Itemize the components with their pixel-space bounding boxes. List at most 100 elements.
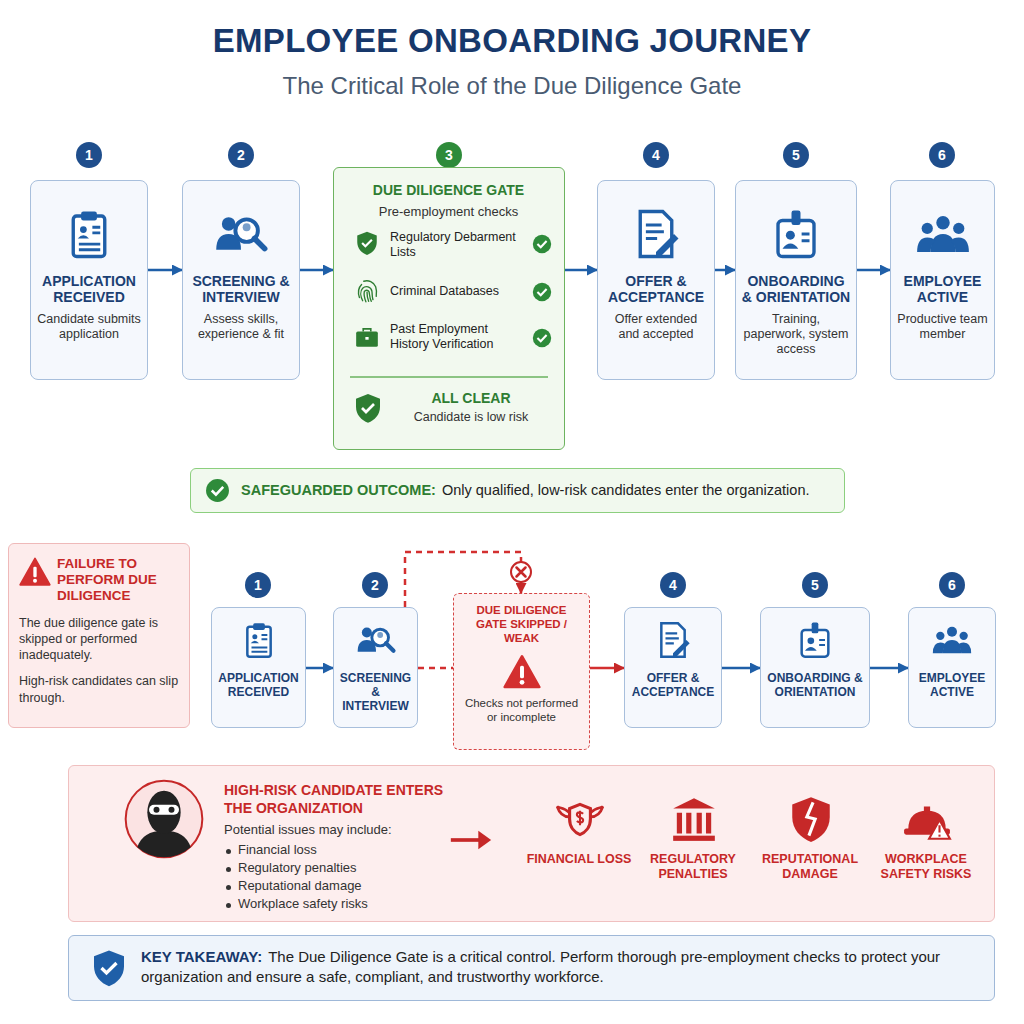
divider-line <box>350 376 548 378</box>
connector-arrow <box>870 667 908 670</box>
warn-icon <box>503 653 541 691</box>
money-icon <box>555 794 605 844</box>
badge-icon <box>795 620 835 660</box>
node-text: Candidate submits application <box>36 312 142 342</box>
number-circle <box>362 572 388 598</box>
node-text: High-risk candidates can slip through. <box>19 673 179 706</box>
node-heading: APPLICATION RECEIVED <box>36 273 142 305</box>
doc-icon <box>629 207 683 261</box>
connector-arrow <box>715 269 735 272</box>
node-heading: ONBOARDING & ORIENTATION <box>766 672 864 700</box>
number-circle <box>929 142 955 168</box>
connector-arrow <box>722 667 760 670</box>
node-text: ALL CLEAR <box>396 390 546 406</box>
node-text: Offer extended and accepted <box>603 312 709 342</box>
node-text: Past Employment History Verification <box>390 322 526 352</box>
consequence-label: FINANCIAL LOSS <box>521 852 637 867</box>
process-box: SCREENING & INTERVIEW <box>333 607 418 728</box>
callout-number: 1 <box>76 142 102 168</box>
process-box: EMPLOYEE ACTIVE <box>908 607 996 728</box>
callout-number: 2 <box>362 572 388 598</box>
node-heading: DUE DILIGENCE GATE <box>334 182 563 198</box>
mask-icon <box>124 779 204 859</box>
process-box: OFFER & ACCEPTANCE Offer extended and acc… <box>597 180 715 380</box>
number-circle <box>643 142 669 168</box>
number-circle <box>76 142 102 168</box>
badge-icon <box>769 207 823 261</box>
connector-arrow <box>148 269 182 272</box>
number-circle <box>245 572 271 598</box>
subtitle: The Critical Role of the Due Diligence G… <box>0 72 1024 100</box>
clip-icon <box>239 620 279 660</box>
number-circle <box>802 572 828 598</box>
consequence-label: REGULATORY PENALTIES <box>635 852 751 882</box>
node-heading: SAFEGUARDED OUTCOME: <box>241 482 436 498</box>
number-circle <box>436 142 462 168</box>
outcome-banner: SAFEGUARDED OUTCOME: Only qualified, low-… <box>190 468 845 513</box>
node-text: Assess skills, experience & fit <box>188 312 294 342</box>
process-box: APPLICATION RECEIVED <box>211 607 306 728</box>
rarrow-icon <box>449 818 493 862</box>
group-icon <box>916 207 970 261</box>
callout-number: 6 <box>939 572 965 598</box>
connector-arrow <box>418 667 453 670</box>
connector-arrow <box>590 667 624 670</box>
gate-box: DUE DILIGENCE GATE SKIPPED / WEAK Checks … <box>453 593 590 750</box>
connector-arrow <box>306 667 333 670</box>
process-box: EMPLOYEE ACTIVE Productive team member <box>890 180 995 380</box>
node-heading: SCREENING & INTERVIEW <box>188 273 294 305</box>
callout-number: 6 <box>929 142 955 168</box>
callout-number: 1 <box>245 572 271 598</box>
number-circle <box>228 142 254 168</box>
process-box: ONBOARDING & ORIENTATIONTraining, paperw… <box>735 180 857 380</box>
node-text: Training, paperwork, system access <box>741 312 851 357</box>
shield-icon <box>354 230 380 256</box>
process-box: ONBOARDING & ORIENTATION <box>760 607 870 728</box>
x-circle <box>511 562 531 582</box>
search-icon <box>356 620 396 660</box>
step-number-circles <box>76 142 965 598</box>
node-text: Workplace safety risks <box>224 896 454 911</box>
check-icon <box>532 282 552 302</box>
node-text: Criminal Databases <box>390 284 526 299</box>
x-mark <box>517 568 526 577</box>
callout-number: 2 <box>228 142 254 168</box>
node-text: Only qualified, low-risk candidates ente… <box>442 482 810 498</box>
node-text: Pre-employment checks <box>334 204 563 219</box>
clip-icon <box>62 207 116 261</box>
callout-number: 4 <box>643 142 669 168</box>
node-heading: OFFER & ACCEPTANCE <box>630 672 716 700</box>
blocked-mark <box>511 562 531 582</box>
node-heading: OFFER & ACCEPTANCE <box>603 273 709 305</box>
node-heading: EMPLOYEE ACTIVE <box>914 672 990 700</box>
process-box: APPLICATION RECEIVED Candidate submits ap… <box>30 180 148 380</box>
connector-arrow <box>565 269 597 272</box>
finger-icon <box>354 278 380 304</box>
doc-icon <box>653 620 693 660</box>
node-text: Checks not performed or incomplete <box>460 697 583 725</box>
callout-number: 5 <box>783 142 809 168</box>
node-text: Financial loss <box>224 842 454 857</box>
node-heading: EMPLOYEE ACTIVE <box>896 273 989 305</box>
warning-box: FAILURE TO PERFORM DUE DILIGENCEThe due … <box>8 543 190 728</box>
node-text: The due diligence gate is skipped or per… <box>19 615 179 664</box>
node-text: Regulatory penalties <box>224 860 454 875</box>
check-icon <box>532 234 552 254</box>
callout-number: 4 <box>660 572 686 598</box>
callout-number: 3 <box>436 142 462 168</box>
gate-box: DUE DILIGENCE GATEPre-employment checksR… <box>333 167 565 450</box>
shield-icon <box>352 392 384 424</box>
process-box: OFFER & ACCEPTANCE <box>624 607 722 728</box>
number-circle <box>783 142 809 168</box>
callout-number: 5 <box>802 572 828 598</box>
node-text: Potential issues may include: <box>224 822 454 837</box>
takeaway-box: KEY TAKEAWAY:The Due Diligence Gate is a… <box>68 935 995 1001</box>
title: EMPLOYEE ONBOARDING JOURNEY <box>0 22 1024 60</box>
check-icon <box>532 328 552 348</box>
node-heading: DUE DILIGENCE GATE SKIPPED / WEAK <box>460 604 583 645</box>
node-text: Productive team member <box>896 312 989 342</box>
connector-arrow <box>300 269 333 272</box>
hardhat-icon <box>902 794 952 844</box>
